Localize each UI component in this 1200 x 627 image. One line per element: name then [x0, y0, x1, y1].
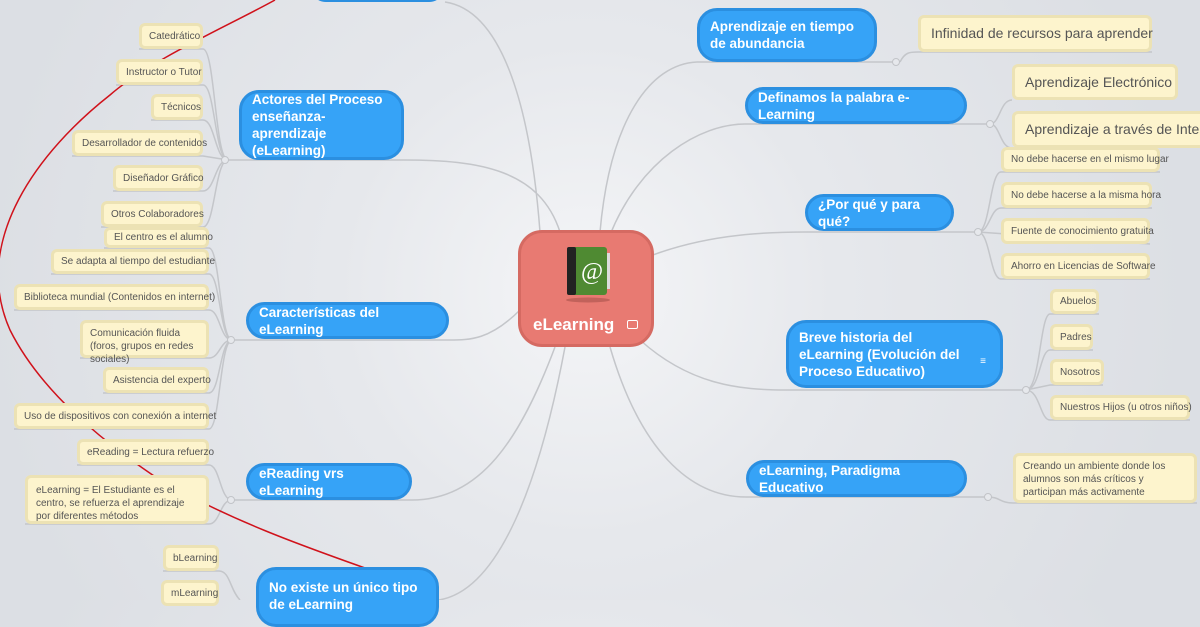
- subtopic[interactable]: mLearning: [161, 580, 219, 606]
- collapse-toggle[interactable]: [221, 156, 229, 164]
- topic-paradigma[interactable]: eLearning, Paradigma Educativo: [746, 460, 967, 497]
- collapse-toggle[interactable]: [974, 228, 982, 236]
- topic-breve-historia[interactable]: Breve historia del eLearning (Evolución …: [786, 320, 1003, 388]
- collapse-toggle[interactable]: [227, 336, 235, 344]
- subtopic[interactable]: Infinidad de recursos para aprender: [918, 15, 1153, 52]
- subtopic-label: Padres: [1060, 331, 1092, 343]
- topic-label: Breve historia del eLearning (Evolución …: [799, 329, 960, 379]
- subtopic-label: No debe hacerse a la misma hora: [1011, 189, 1162, 201]
- subtopic[interactable]: Creando un ambiente donde los alumnos so…: [1013, 453, 1197, 503]
- topic-label: eReading vrs eLearning: [259, 465, 344, 498]
- subtopic[interactable]: Nuestros Hijos (u otros niños): [1050, 395, 1192, 420]
- subtopic-label: Nosotros: [1060, 366, 1101, 378]
- subtopic-label: No debe hacerse en el mismo lugar: [1011, 154, 1169, 165]
- subtopic-label: Ahorro en Licencias de Software: [1011, 260, 1156, 272]
- subtopic[interactable]: Ahorro en Licencias de Software: [1001, 253, 1156, 279]
- topic-label: Actores del Proceso enseñanza-aprendizaj…: [252, 92, 383, 158]
- subtopic-label: eLearning = El Estudiante es el centro, …: [36, 485, 185, 522]
- subtopic[interactable]: Aprendizaje a través de Intern: [1012, 111, 1200, 148]
- central-topic-label: eLearning: [533, 315, 615, 334]
- topic-aprendizaje-abundancia[interactable]: Aprendizaje en tiempo de abundancia: [697, 8, 877, 62]
- collapse-toggle[interactable]: [227, 496, 235, 504]
- subtopic[interactable]: Desarrollador de contenidos: [72, 130, 207, 156]
- subtopic-label: Aprendizaje Electrónico: [1025, 73, 1173, 90]
- subtopic[interactable]: Fuente de conocimiento gratuita: [1001, 218, 1154, 244]
- collapse-toggle[interactable]: [1022, 386, 1030, 394]
- subtopic[interactable]: bLearning: [163, 545, 219, 571]
- topic-label: eLearning, Paradigma Educativo: [759, 462, 901, 495]
- topic-label: ¿Por qué y para qué?: [818, 196, 921, 229]
- subtopic[interactable]: Asistencia del experto: [103, 367, 211, 393]
- subtopic[interactable]: Uso de dispositivos con conexión a inter…: [14, 403, 216, 429]
- subtopic[interactable]: El centro es el alumno: [104, 227, 213, 248]
- subtopic-label: Desarrollador de contenidos: [82, 137, 208, 149]
- collapse-toggle[interactable]: [892, 58, 900, 66]
- subtopic-label: Uso de dispositivos con conexión a inter…: [24, 410, 217, 422]
- collapse-toggle[interactable]: [984, 493, 992, 501]
- subtopic-label: Nuestros Hijos (u otros niños): [1060, 402, 1192, 413]
- subtopic[interactable]: Padres: [1050, 324, 1093, 350]
- topic-no-existe[interactable]: No existe un único tipo de eLearning: [256, 567, 439, 627]
- notes-icon[interactable]: ≡: [980, 356, 986, 367]
- subtopic-label: El centro es el alumno: [114, 232, 213, 243]
- subtopic[interactable]: eReading = Lectura refuerzo: [77, 439, 214, 465]
- subtopic-label: eReading = Lectura refuerzo: [87, 446, 215, 458]
- topic-caracteristicas[interactable]: Características del eLearning: [246, 302, 449, 339]
- green-address-book-at-icon: @: [566, 247, 610, 303]
- subtopic-label: Fuente de conocimiento gratuita: [1011, 225, 1154, 237]
- subtopic[interactable]: Aprendizaje Electrónico: [1012, 64, 1178, 100]
- subtopic[interactable]: Diseñador Gráfico: [113, 165, 204, 191]
- subtopic-label: Aprendizaje a través de Intern: [1025, 121, 1200, 137]
- subtopic-label: Técnicos: [161, 101, 202, 113]
- image-icon[interactable]: [627, 320, 638, 329]
- subtopic[interactable]: Abuelos: [1050, 289, 1099, 314]
- subtopic-label: Diseñador Gráfico: [123, 172, 204, 184]
- central-topic[interactable]: @ eLearning: [518, 230, 654, 347]
- subtopic-label: Comunicación fluida (foros, grupos en re…: [90, 328, 194, 365]
- subtopic-label: bLearning: [173, 552, 218, 564]
- subtopic[interactable]: eLearning = El Estudiante es el centro, …: [25, 475, 209, 524]
- svg-text:@: @: [581, 259, 603, 285]
- subtopic-label: Creando un ambiente donde los alumnos so…: [1023, 461, 1166, 498]
- subtopic-label: Instructor o Tutor: [126, 66, 202, 78]
- subtopic-label: mLearning: [171, 587, 219, 599]
- topic-definamos[interactable]: Definamos la palabra e-Learning: [745, 87, 967, 124]
- subtopic[interactable]: No debe hacerse en el mismo lugar: [1001, 147, 1169, 172]
- subtopic-label: Se adapta al tiempo del estudiante: [61, 256, 215, 267]
- topic-label: Aprendizaje en tiempo de abundancia: [710, 19, 855, 51]
- topic-por-que[interactable]: ¿Por qué y para qué?: [805, 194, 954, 231]
- subtopic[interactable]: No debe hacerse a la misma hora: [1001, 182, 1161, 208]
- topic-label: Características del eLearning: [259, 304, 380, 337]
- topic-top-partial[interactable]: [310, 0, 445, 2]
- subtopic[interactable]: Se adapta al tiempo del estudiante: [51, 249, 215, 274]
- topic-actores[interactable]: Actores del Proceso enseñanza-aprendizaj…: [239, 90, 404, 160]
- subtopic-label: Asistencia del experto: [113, 374, 211, 386]
- topic-ereading[interactable]: eReading vrs eLearning: [246, 463, 412, 500]
- subtopic[interactable]: Biblioteca mundial (Contenidos en intern…: [14, 284, 215, 310]
- subtopic[interactable]: Comunicación fluida (foros, grupos en re…: [80, 320, 209, 365]
- subtopic[interactable]: Instructor o Tutor: [116, 59, 203, 85]
- subtopic-label: Infinidad de recursos para aprender: [931, 25, 1153, 41]
- topic-label: Definamos la palabra e-Learning: [758, 89, 910, 122]
- topic-label: No existe un único tipo de eLearning: [269, 580, 418, 612]
- subtopic-label: Biblioteca mundial (Contenidos en intern…: [24, 291, 216, 303]
- subtopic-label: Otros Colaboradores: [111, 208, 204, 220]
- subtopic-label: Abuelos: [1060, 296, 1097, 307]
- subtopic[interactable]: Nosotros: [1050, 359, 1104, 385]
- collapse-toggle[interactable]: [986, 120, 994, 128]
- subtopic[interactable]: Técnicos: [151, 94, 203, 120]
- subtopic[interactable]: Otros Colaboradores: [101, 201, 204, 227]
- subtopic-label: Catedrático: [149, 30, 201, 42]
- subtopic[interactable]: Catedrático: [139, 23, 203, 49]
